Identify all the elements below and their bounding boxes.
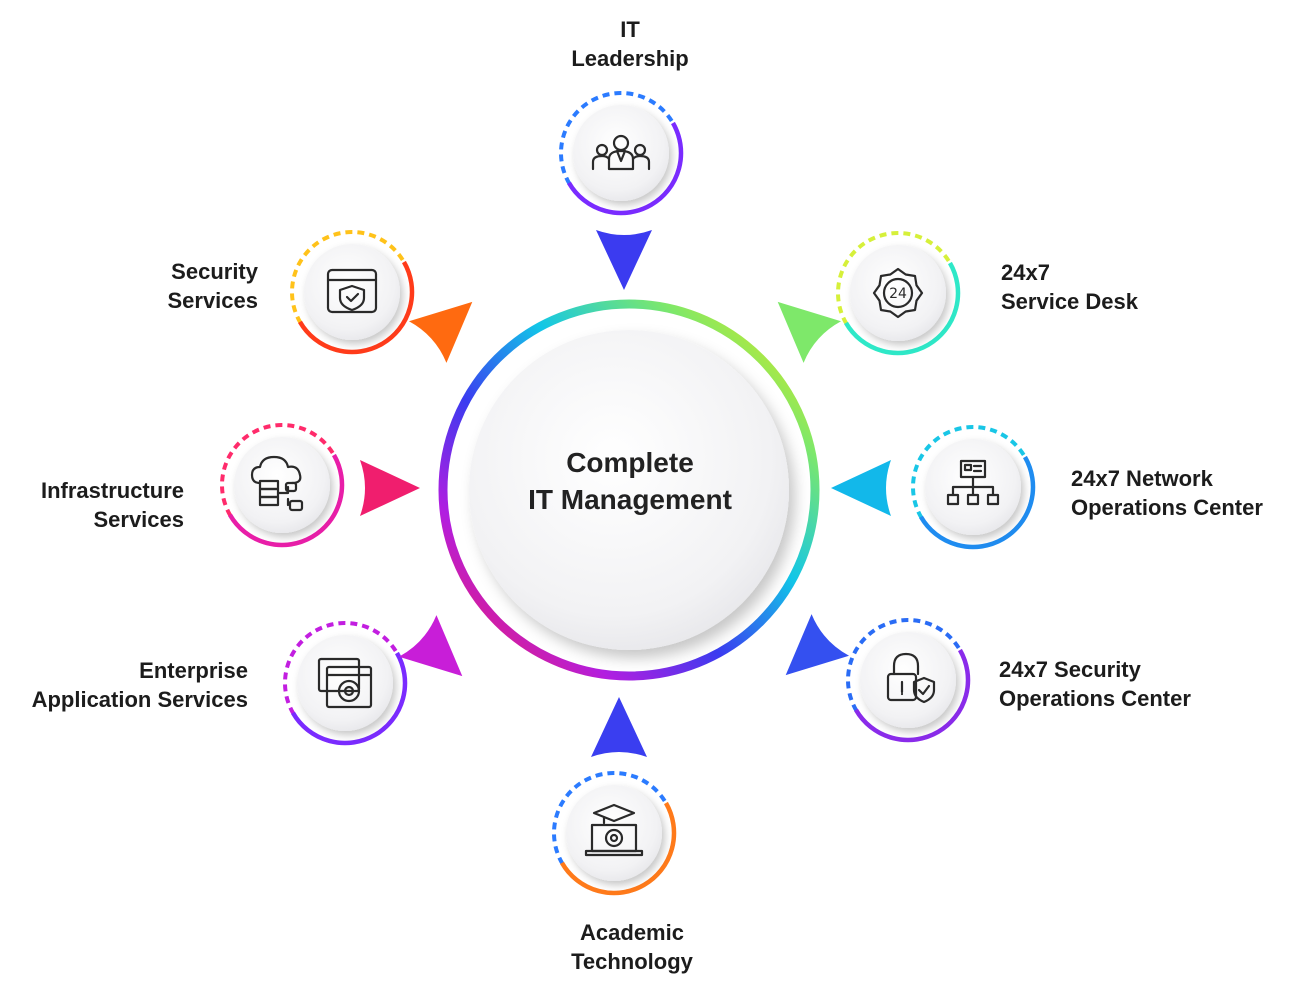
label-it-leadership-line2: Leadership: [571, 46, 689, 71]
node-ring-solid: [910, 424, 1036, 550]
node-disc: [860, 632, 956, 728]
node-security-services: [289, 229, 415, 355]
label-network-operations-line1: 24x7 Network: [1071, 466, 1213, 491]
node-infrastructure-services: [219, 422, 345, 548]
label-security-operations: 24x7 Security Operations Center: [999, 655, 1239, 713]
arrow-network-operations: [831, 460, 891, 516]
label-security-services-line1: Security: [171, 259, 258, 284]
app-window-gear-icon: [317, 657, 373, 709]
arrow-security-operations: [785, 614, 850, 676]
label-security-services: Security Services: [80, 257, 258, 315]
node-security-operations: [845, 617, 971, 743]
node-service-desk: 24: [835, 230, 961, 356]
label-academic-technology-line2: Technology: [571, 949, 693, 974]
label-security-operations-line1: 24x7 Security: [999, 657, 1141, 682]
center-hub: [438, 299, 820, 681]
label-security-services-line2: Services: [167, 288, 258, 313]
label-infrastructure-services-line2: Services: [93, 507, 184, 532]
node-ring-solid: [558, 90, 684, 216]
node-ring-solid: [835, 230, 961, 356]
arrow-infrastructure-services: [360, 460, 420, 516]
label-infrastructure-services-line1: Infrastructure: [40, 478, 184, 503]
label-service-desk-line1: 24x7: [1001, 260, 1050, 285]
node-disc: [234, 437, 330, 533]
node-academic-technology: [551, 770, 677, 896]
24-hours-gear-icon: 24: [872, 267, 924, 319]
node-it-leadership: [558, 90, 684, 216]
arrow-enterprise-application: [398, 615, 463, 677]
node-network-operations: [910, 424, 1036, 550]
graduation-laptop-icon: [584, 803, 644, 857]
center-title-line2: IT Management: [528, 484, 732, 515]
label-service-desk: 24x7 Service Desk: [1001, 258, 1241, 316]
arrow-academic-technology: [591, 697, 647, 757]
label-it-leadership: IT Leadership: [530, 15, 730, 73]
label-security-operations-line2: Operations Center: [999, 686, 1191, 711]
label-infrastructure-services: Infrastructure Services: [8, 476, 184, 534]
node-ring-solid: [219, 422, 345, 548]
node-disc: [304, 244, 400, 340]
team-leader-icon: [591, 134, 651, 171]
label-enterprise-application-line1: Enterprise: [139, 658, 248, 683]
node-ring-solid: [551, 770, 677, 896]
cloud-server-icon: [250, 455, 304, 512]
label-academic-technology-line1: Academic: [580, 920, 684, 945]
label-service-desk-line2: Service Desk: [1001, 289, 1138, 314]
node-enterprise-application: [282, 620, 408, 746]
arrow-security-services: [408, 301, 473, 363]
node-disc: [850, 245, 946, 341]
nodes-layer: 24: [219, 90, 1036, 896]
node-disc: [566, 785, 662, 881]
arrow-service-desk: [777, 301, 842, 363]
node-ring-solid: [289, 229, 415, 355]
center-title-line1: Complete: [566, 447, 694, 478]
center-outer-ring: [438, 299, 820, 681]
label-academic-technology: Academic Technology: [517, 918, 747, 976]
arrows-layer: [360, 230, 891, 757]
label-network-operations-line2: Operations Center: [1071, 495, 1263, 520]
arrow-it-leadership: [596, 230, 652, 290]
node-disc: [573, 105, 669, 201]
center-disc: [469, 330, 789, 650]
label-enterprise-application-line2: Application Services: [31, 687, 248, 712]
node-ring-solid: [845, 617, 971, 743]
label-it-leadership-line1: IT: [620, 17, 640, 42]
shield-window-icon: [326, 268, 378, 314]
padlock-shield-icon: [886, 652, 936, 704]
svg-text:24: 24: [889, 286, 907, 302]
network-hierarchy-icon: [946, 459, 1000, 506]
label-enterprise-application: Enterprise Application Services: [8, 656, 248, 714]
node-ring-solid: [282, 620, 408, 746]
center-title: Complete IT Management: [440, 444, 820, 518]
label-network-operations: 24x7 Network Operations Center: [1071, 464, 1291, 522]
